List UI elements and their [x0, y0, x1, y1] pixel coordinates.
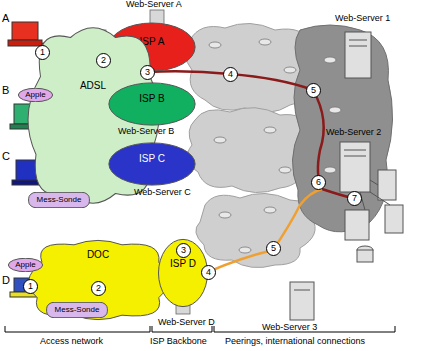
node-text: DOC: [87, 249, 109, 260]
callout-number: 6: [311, 175, 326, 190]
isp-blob-shape: [108, 142, 196, 186]
node-text: ISP D: [170, 258, 196, 269]
server-label: Web-Server C: [134, 188, 191, 198]
callout-number: 3: [176, 243, 191, 258]
apple-tag: Apple: [18, 88, 53, 102]
host-letter: D: [2, 274, 10, 286]
server-label: Web-Server A: [126, 0, 182, 10]
callout-number: 2: [96, 53, 111, 68]
probe-box: Mess-Sonde: [28, 192, 90, 208]
node-text: Mess-Sonde: [55, 306, 100, 315]
server-label: Web-Server 2: [326, 128, 381, 138]
section-label: Peerings, international connections: [225, 337, 365, 347]
server-label: Web-Server D: [158, 318, 215, 328]
callout-number: 5: [266, 241, 281, 256]
isp-blob-shape: [108, 82, 196, 126]
callout-number: 7: [347, 191, 362, 206]
server-label: Web-Server 1: [335, 14, 390, 24]
callout-number: 5: [306, 83, 321, 98]
host-letter: A: [2, 12, 9, 24]
isp-blob: ISP C: [108, 142, 196, 186]
node-text: ADSL: [80, 80, 106, 91]
callout-number: 4: [201, 265, 216, 280]
section-label: ISP Backbone: [150, 337, 207, 347]
callout-number: 1: [23, 279, 38, 294]
node-text: ISP C: [139, 153, 165, 164]
apple-tag: Apple: [8, 258, 43, 272]
server-label: Web-Server B: [118, 127, 174, 137]
section-label: Access network: [40, 337, 103, 347]
node-text: Mess-Sonde: [37, 196, 82, 205]
peering-region: [292, 25, 392, 232]
web-server-icon: [290, 32, 403, 320]
node-text: ISP B: [139, 93, 164, 104]
callout-number: 4: [223, 67, 238, 82]
probe-box: Mess-Sonde: [46, 302, 108, 318]
node-text: Apple: [25, 91, 45, 100]
server-label: Web-Server 3: [262, 323, 317, 333]
callout-number: 2: [91, 281, 106, 296]
host-letter: B: [2, 84, 9, 96]
callout-number: 1: [35, 45, 50, 60]
isp-blob: ISP B: [108, 82, 196, 126]
node-text: Apple: [15, 261, 35, 270]
callout-number: 3: [140, 65, 155, 80]
host-letter: C: [2, 150, 10, 162]
